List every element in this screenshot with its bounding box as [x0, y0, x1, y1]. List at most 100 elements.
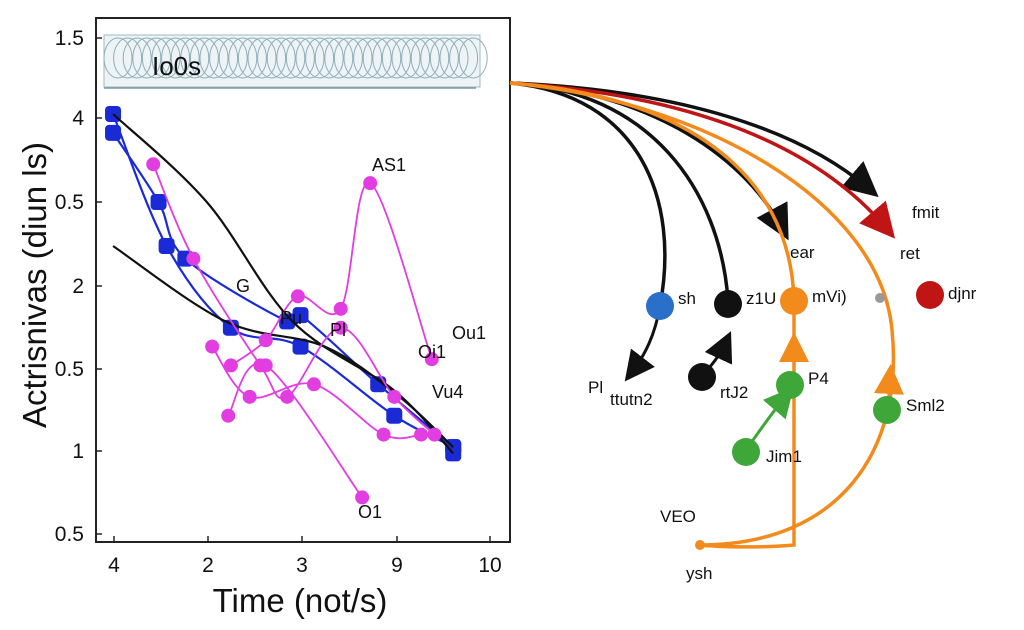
- data-point: [221, 408, 236, 423]
- banner-loop: [429, 37, 459, 79]
- diagram-labels: fmit ret ear Pl ttutn2 VEO ysh: [588, 203, 940, 583]
- banner-loop: [122, 37, 152, 79]
- banner-loop: [209, 37, 239, 79]
- arrow-orange-outer: [509, 81, 896, 547]
- y-tick-labels: 1.5 4 0.5 2 0.5 1 0.5: [55, 27, 102, 546]
- svg-text:sh: sh: [678, 289, 696, 308]
- data-point: [333, 320, 348, 335]
- svg-text:rtJ2: rtJ2: [720, 383, 748, 402]
- series-3: [112, 245, 454, 448]
- data-point: [258, 333, 273, 348]
- data-point: [105, 124, 122, 141]
- banner-loop: [180, 37, 210, 79]
- series-group: [105, 106, 462, 505]
- banner-loop: [372, 37, 402, 79]
- annotation-o1: O1: [358, 502, 382, 522]
- x-tick-label: 3: [296, 554, 308, 577]
- banner-loop: [141, 37, 171, 79]
- svg-text:djnr: djnr: [948, 284, 977, 303]
- annotations: AS1 Ou1 O1 Pu G Pl Oi1 Vu4: [236, 155, 486, 522]
- node-sml2: Sml2: [873, 396, 945, 424]
- banner-loop: [237, 37, 267, 79]
- data-point: [376, 427, 391, 442]
- data-point: [186, 251, 201, 266]
- banner-loop: [103, 37, 133, 79]
- banner-loop: [228, 37, 258, 79]
- banner-loop: [362, 37, 392, 79]
- data-point: [290, 289, 305, 304]
- data-point: [414, 427, 429, 442]
- banner-loop: [276, 37, 306, 79]
- diagram-nodes: sh z1U mVi) djnr rtJ2 P4 Jim1 Sml2: [646, 281, 977, 550]
- x-axis-title: Time (not/s): [213, 582, 388, 619]
- banner-loop: [305, 37, 335, 79]
- series-0: [105, 124, 462, 456]
- banner-loop: [170, 37, 200, 79]
- annotation-pl: Pl: [330, 320, 346, 340]
- banner-loop: [189, 37, 219, 79]
- data-point: [158, 238, 175, 254]
- y-tick-label: 0.5: [55, 358, 84, 381]
- data-point: [292, 338, 309, 355]
- banner-loop: [391, 37, 421, 79]
- label-ret: ret: [900, 244, 920, 263]
- series-line: [112, 245, 454, 448]
- data-point: [280, 389, 295, 404]
- data-point: [279, 313, 296, 330]
- banner-loop: [257, 37, 287, 79]
- label-fmit: fmit: [912, 203, 940, 222]
- node-z1u: z1U: [714, 289, 776, 318]
- banner-loop: [420, 37, 450, 79]
- annotation-oi1: Oi1: [418, 342, 446, 362]
- series-6: [205, 339, 429, 442]
- y-tick-label: 1.5: [55, 27, 84, 50]
- series-7: [221, 358, 370, 505]
- svg-text:mVi): mVi): [812, 287, 847, 306]
- banner-loop: [458, 37, 488, 79]
- node-p4: P4: [776, 369, 829, 399]
- banner-loop: [343, 37, 373, 79]
- annotation-pu: Pu: [280, 308, 302, 328]
- plot-frame: [95, 17, 511, 543]
- banner-loop: [161, 37, 191, 79]
- data-point: [205, 339, 220, 354]
- data-point: [386, 407, 403, 424]
- y-tick-label: 2: [72, 275, 84, 298]
- node-djnr: djnr: [916, 281, 977, 309]
- series-line: [227, 362, 363, 498]
- banner-loop: [381, 37, 411, 79]
- banner-loop: [113, 37, 143, 79]
- x-tick-label: 10: [478, 554, 501, 577]
- banner-loop: [247, 37, 277, 79]
- y-tick-label: 0.5: [55, 191, 84, 214]
- data-point: [427, 427, 442, 442]
- node-orange-end: [695, 540, 705, 550]
- arrow-to-ret: [509, 81, 896, 239]
- data-point: [150, 194, 167, 210]
- node-mvi: mVi): [780, 287, 847, 315]
- label-ysh: ysh: [686, 564, 712, 583]
- label-ttutn2: ttutn2: [610, 390, 653, 409]
- label-pl: Pl: [588, 378, 603, 397]
- banner-loop: [314, 37, 344, 79]
- node-jim1: Jim1: [732, 438, 802, 466]
- series-5: [223, 176, 439, 373]
- y-tick-label: 4: [72, 107, 84, 130]
- data-point: [258, 358, 273, 373]
- data-point: [222, 319, 239, 336]
- banner-loop: [410, 37, 440, 79]
- arrow-to-z1u: [509, 81, 730, 301]
- data-point: [363, 176, 378, 191]
- y-tick-label: 1: [72, 440, 84, 463]
- y-tick-label: 0.5: [55, 523, 84, 546]
- title-banner-text: Io0s: [152, 51, 201, 81]
- data-point: [387, 389, 402, 404]
- node-grey: [875, 293, 885, 303]
- banner-loop: [324, 37, 354, 79]
- banner-loop: [333, 37, 363, 79]
- data-point: [223, 358, 238, 373]
- x-tick-label: 9: [391, 554, 403, 577]
- banner-loop: [439, 37, 469, 79]
